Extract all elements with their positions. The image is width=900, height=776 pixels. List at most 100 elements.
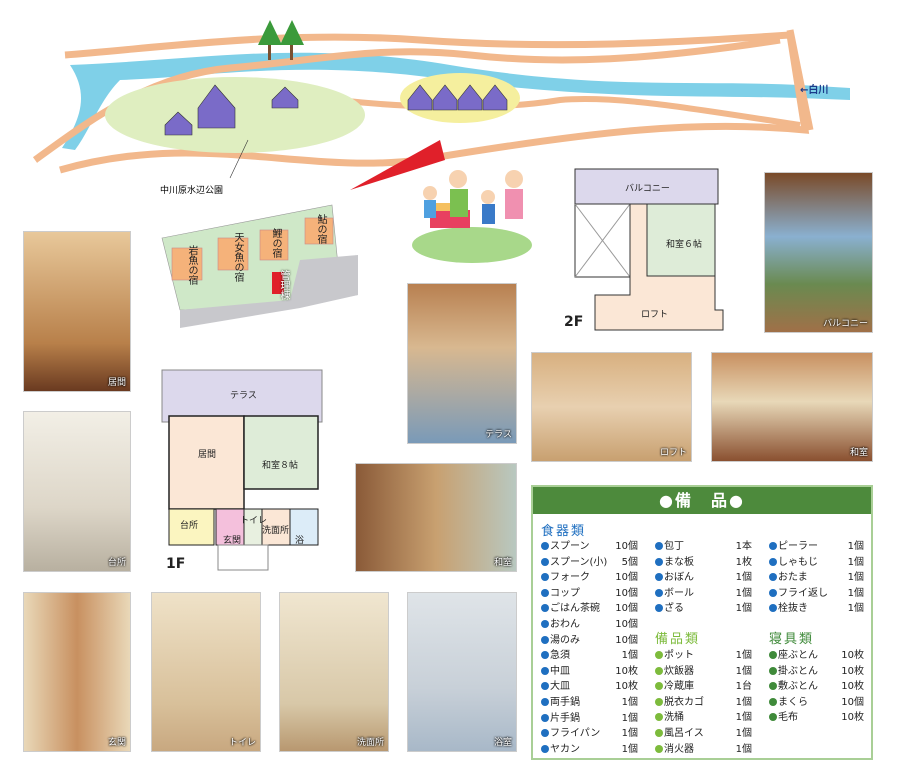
- bullet-icon: [769, 666, 777, 675]
- river: [62, 52, 850, 150]
- photo-label: ロフト: [659, 448, 687, 458]
- category-tableware: 食器類: [541, 524, 587, 539]
- equipment-item: 座ぶとん 10枚: [769, 648, 864, 663]
- item-qty: 1個: [621, 728, 638, 740]
- item-qty: 1個: [735, 572, 752, 584]
- site-plan: [161, 204, 358, 328]
- item-name: 敷ぶとん: [778, 681, 818, 693]
- item-name: 中皿: [550, 665, 570, 677]
- item-name: 包丁: [664, 541, 684, 552]
- equipment-item: 炊飯器 1個: [655, 664, 752, 679]
- photo-balcony: バルコニー: [764, 172, 873, 333]
- plan2-washitsu: 和室６帖: [666, 240, 703, 250]
- equipment-item: ごはん茶碗 10個: [541, 601, 638, 616]
- plan1-living: 居間: [198, 450, 217, 460]
- bullet-icon: [541, 651, 549, 660]
- photo-washroom: 洗面所: [279, 592, 389, 752]
- item-qty: 1個: [735, 696, 752, 708]
- item-qty: 1個: [735, 650, 752, 661]
- bullet-icon: [769, 604, 777, 613]
- bullet-icon: [541, 729, 549, 738]
- item-name: フライパン: [550, 728, 601, 740]
- bullet-icon: [655, 588, 663, 597]
- photo-terrace: テラス: [407, 283, 517, 444]
- park-label: 中川原水辺公園: [160, 186, 224, 196]
- site-building-1: 岩魚の宿: [186, 245, 197, 285]
- item-qty: 5個: [621, 556, 638, 568]
- item-name: 栓抜き: [778, 603, 808, 615]
- photo-entrance: 玄関: [23, 592, 131, 752]
- road: [59, 31, 810, 174]
- bullet-icon: [655, 557, 663, 566]
- floor-plan-1f: [161, 369, 323, 571]
- item-qty: 10個: [615, 634, 638, 646]
- item-name: 大皿: [550, 681, 570, 693]
- bullet-icon: [769, 651, 777, 659]
- bullet-icon: [655, 744, 663, 753]
- bullet-icon: [769, 697, 777, 706]
- item-name: まくら: [778, 696, 808, 708]
- item-qty: 10枚: [615, 665, 638, 677]
- item-name: 急須: [550, 650, 570, 662]
- bullet-icon: [769, 542, 777, 550]
- item-qty: 10枚: [841, 650, 864, 661]
- item-qty: 1個: [847, 603, 864, 615]
- bullet-icon: [655, 666, 663, 675]
- item-name: ポット: [664, 650, 694, 661]
- photo-loft: ロフト: [531, 352, 692, 462]
- item-name: ピーラー: [778, 541, 818, 552]
- site-office: 管理棟: [278, 270, 289, 300]
- bullet-icon: [541, 682, 549, 691]
- item-name: 座ぶとん: [778, 650, 818, 661]
- plan1-toilet: トイレ: [240, 516, 268, 526]
- photo-label: 浴室: [493, 738, 512, 748]
- item-name: ごはん茶碗: [550, 603, 600, 615]
- bullet-icon: [655, 542, 663, 550]
- item-name: コップ: [550, 587, 580, 599]
- bullet-icon: [655, 604, 663, 613]
- item-name: スプーン: [550, 541, 590, 552]
- site-building-2: 天女魚の宿: [232, 232, 243, 282]
- item-qty: 10枚: [615, 681, 638, 693]
- item-qty: 10個: [615, 603, 638, 615]
- photo-label: 台所: [107, 558, 126, 568]
- area-map: [32, 20, 850, 190]
- equipment-item: ポット 1個: [655, 648, 752, 663]
- photo-label: 玄関: [107, 738, 126, 748]
- site-building-3: 鯉の宿: [270, 228, 281, 258]
- item-qty: 1個: [847, 556, 864, 568]
- photo-label: 居間: [107, 378, 126, 388]
- item-name: おぼん: [664, 572, 694, 584]
- bullet-icon: [541, 542, 549, 550]
- floor-plan-2f: [574, 168, 724, 331]
- item-qty: 10枚: [841, 712, 864, 724]
- bullet-icon: [655, 729, 663, 737]
- item-qty: 1個: [621, 650, 638, 662]
- item-qty: 1個: [735, 665, 752, 677]
- item-name: 炊飯器: [664, 665, 694, 677]
- bullet-icon: [769, 713, 777, 722]
- road: [299, 92, 801, 128]
- bullet-icon: [769, 573, 777, 582]
- item-name: 片手鍋: [550, 712, 580, 724]
- bullet-icon: [541, 620, 549, 628]
- plan1-entrance: 玄関: [223, 536, 242, 546]
- item-qty: 1個: [621, 697, 638, 708]
- item-qty: 10個: [615, 572, 638, 584]
- item-name: 脱衣カゴ: [664, 696, 704, 708]
- bullet-icon: [769, 682, 777, 691]
- equipment-item: 栓抜き 1個: [769, 601, 864, 616]
- photo-bath: 浴室: [407, 592, 517, 752]
- item-name: 洗桶: [664, 712, 684, 724]
